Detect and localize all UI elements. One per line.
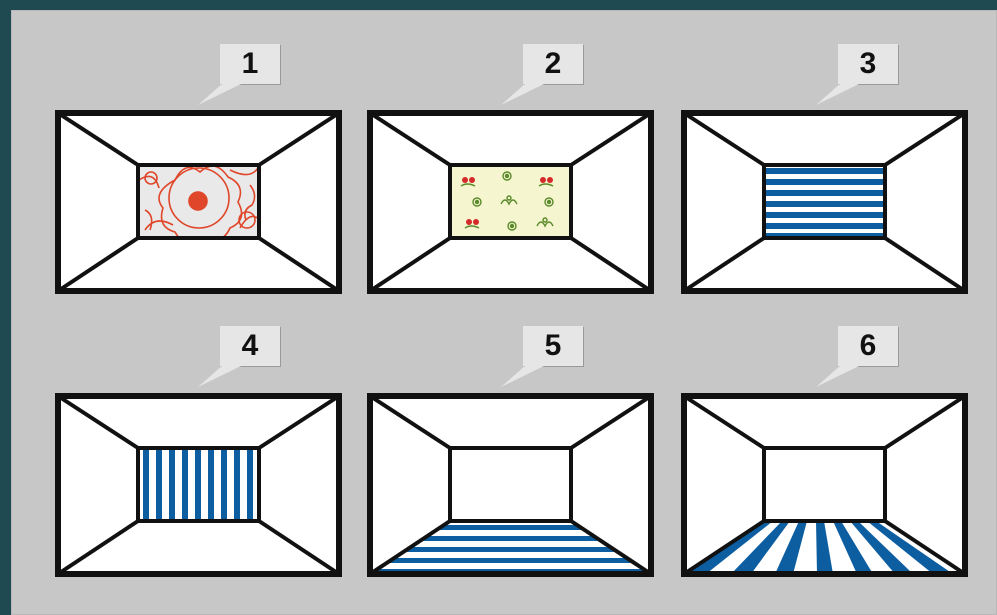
room-diagram-3: [681, 110, 968, 294]
room-label-2: 2: [523, 44, 583, 84]
room-label-4: 4: [220, 326, 280, 366]
room-diagram-6: [681, 393, 968, 577]
room-label-6: 6: [838, 326, 898, 366]
room-diagram-5: [367, 393, 654, 577]
room-label-1: 1: [220, 44, 280, 84]
room-diagram-1: [55, 110, 342, 294]
room-diagram-2: [367, 110, 654, 294]
callout-tail-5: [498, 365, 558, 390]
callout-tail-4: [195, 365, 255, 390]
callout-tail-1: [195, 83, 255, 108]
callout-tail-6: [813, 365, 873, 390]
back-wall-vertical-stripes: [143, 448, 253, 521]
room-diagram-4: [55, 393, 342, 577]
callout-tail-2: [498, 83, 558, 108]
room-label-5: 5: [523, 326, 583, 366]
callout-tail-3: [813, 83, 873, 108]
room-label-3: 3: [838, 44, 898, 84]
